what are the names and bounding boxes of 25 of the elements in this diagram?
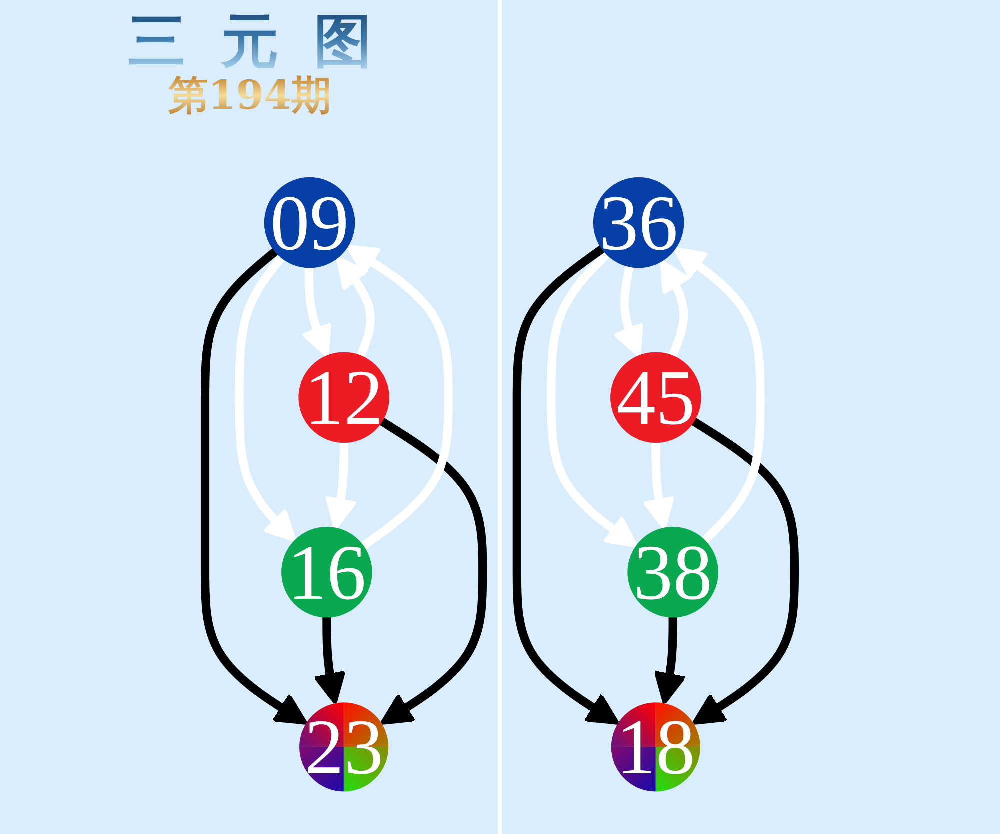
arrow	[512, 245, 620, 725]
node-circle: 38	[628, 526, 718, 618]
arrow	[654, 616, 687, 705]
node-circle: 12	[298, 352, 390, 444]
arrow	[325, 442, 358, 530]
arrow	[313, 616, 346, 705]
arrow	[642, 442, 675, 530]
arrow	[336, 256, 375, 358]
node-circle: 18	[611, 702, 700, 792]
arrow	[660, 260, 692, 358]
arrow	[612, 266, 644, 358]
node-circle: 16	[282, 526, 372, 618]
arrow	[200, 248, 308, 725]
node-circle: 23	[300, 702, 389, 792]
node-circle: 09	[264, 177, 356, 268]
arrow	[300, 267, 332, 358]
arrow	[547, 251, 638, 548]
node-circle: 45	[610, 352, 702, 444]
node-circle: 36	[593, 177, 684, 268]
arrow	[673, 247, 765, 544]
subtitle: 第194期	[168, 74, 332, 118]
arrow	[379, 418, 488, 725]
arrow	[691, 418, 800, 725]
arrow	[235, 254, 297, 542]
arrow	[346, 245, 453, 550]
